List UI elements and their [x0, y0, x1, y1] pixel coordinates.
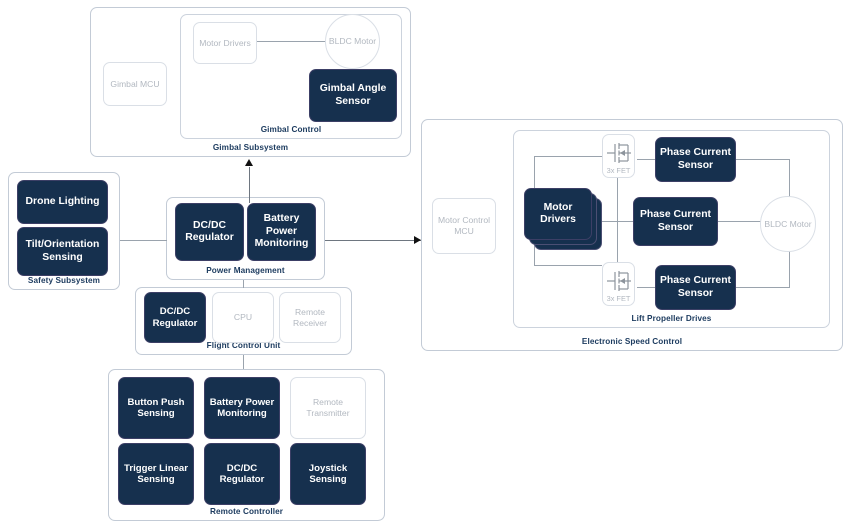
- rc-trigger-linear-sensing-block[interactable]: Trigger Linear Sensing: [118, 443, 194, 505]
- motor-control-mcu-block[interactable]: Motor Control MCU: [432, 198, 496, 254]
- phase-current-sensor-mid-block[interactable]: Phase Current Sensor: [633, 197, 718, 246]
- power-dcdc-regulator-block[interactable]: DC/DC Regulator: [175, 203, 244, 261]
- group-label-safety-subsystem: Safety Subsystem: [27, 276, 101, 285]
- arrow-right-to-esc-icon: [414, 236, 421, 244]
- fcu-remote-receiver-block[interactable]: Remote Receiver: [279, 292, 341, 343]
- rc-joystick-sensing-block[interactable]: Joystick Sensing: [290, 443, 366, 505]
- wire-md-to-mid-sensor: [586, 221, 641, 223]
- gimbal-bldc-motor[interactable]: BLDC Motor: [325, 14, 380, 69]
- tilt-orientation-sensing-block[interactable]: Tilt/Orientation Sensing: [17, 227, 108, 276]
- wire-gimbal-md-to-motor: [257, 41, 327, 43]
- mosfet-icon: [606, 143, 631, 163]
- fcu-dcdc-regulator-block[interactable]: DC/DC Regulator: [144, 292, 206, 343]
- group-label-flight-control-unit: Flight Control Unit: [206, 341, 281, 350]
- arrow-up-to-gimbal-icon: [245, 159, 253, 166]
- wire-fcu-to-remote: [243, 355, 245, 369]
- wire-power-to-gimbal: [249, 167, 251, 203]
- power-battery-monitoring-block[interactable]: Battery Power Monitoring: [247, 203, 316, 261]
- group-label-gimbal-subsystem: Gimbal Subsystem: [212, 143, 289, 152]
- group-label-lift-propeller-drives: Lift Propeller Drives: [631, 314, 712, 323]
- wire-bus-to-motor-top: [789, 186, 791, 198]
- wire-top-rail-to-fet: [534, 156, 602, 158]
- group-label-remote-controller: Remote Controller: [209, 507, 284, 516]
- mosfet-icon: [606, 271, 631, 291]
- group-label-gimbal-control: Gimbal Control: [260, 125, 322, 134]
- wire-top-sensor-to-bus: [733, 159, 790, 161]
- phase-current-sensor-top-block[interactable]: Phase Current Sensor: [655, 137, 736, 182]
- wire-bottom-sensor-to-bus: [733, 287, 790, 289]
- phase-current-sensor-bottom-block[interactable]: Phase Current Sensor: [655, 265, 736, 310]
- wire-safety-to-power: [120, 240, 167, 242]
- wire-fet-center-bus: [617, 160, 619, 285]
- group-label-power-management: Power Management: [206, 266, 285, 275]
- wire-bottom-rail-to-fet: [534, 265, 602, 267]
- fet-bottom-symbol[interactable]: 3x FET: [602, 262, 635, 306]
- drone-lighting-block[interactable]: Drone Lighting: [17, 180, 108, 224]
- group-label-electronic-speed-control: Electronic Speed Control: [581, 337, 683, 346]
- wire-topfet-to-sensor: [637, 159, 659, 161]
- rc-battery-monitoring-block[interactable]: Battery Power Monitoring: [204, 377, 280, 439]
- fet-top-label: 3x FET: [606, 166, 631, 175]
- esc-motor-drivers-label: Motor Drivers: [524, 188, 592, 240]
- wire-power-to-esc: [325, 240, 421, 242]
- wire-mid-sensor-to-motor: [715, 221, 762, 223]
- rc-button-push-sensing-block[interactable]: Button Push Sensing: [118, 377, 194, 439]
- fcu-cpu-block[interactable]: CPU: [212, 292, 274, 343]
- rc-remote-transmitter-block[interactable]: Remote Transmitter: [290, 377, 366, 439]
- rc-dcdc-regulator-block[interactable]: DC/DC Regulator: [204, 443, 280, 505]
- wire-power-to-fcu: [243, 280, 245, 288]
- esc-bldc-motor[interactable]: BLDC Motor: [760, 196, 816, 252]
- fet-top-symbol[interactable]: 3x FET: [602, 134, 635, 178]
- wire-bottomfet-to-sensor: [637, 287, 659, 289]
- fet-bottom-label: 3x FET: [606, 294, 631, 303]
- gimbal-mcu-block[interactable]: Gimbal MCU: [103, 62, 167, 106]
- gimbal-angle-sensor-block[interactable]: Gimbal Angle Sensor: [309, 69, 397, 122]
- esc-motor-drivers-stack[interactable]: Motor Drivers: [524, 188, 604, 260]
- gimbal-motor-drivers-block[interactable]: Motor Drivers: [193, 22, 257, 64]
